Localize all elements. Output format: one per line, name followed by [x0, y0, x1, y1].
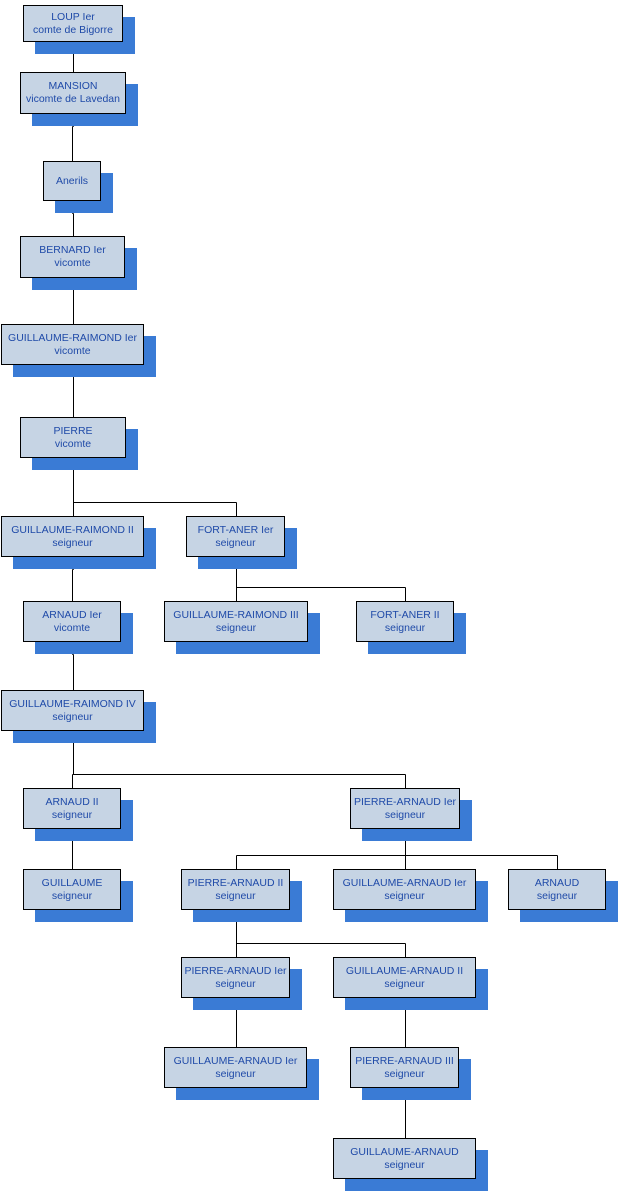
person-name: PIERRE-ARNAUD Ier — [184, 964, 287, 977]
person-name: PIERRE-ARNAUD II — [187, 876, 284, 889]
person-name: PIERRE — [53, 424, 93, 437]
person-title: seigneur — [215, 889, 256, 902]
person-box: Anerils — [43, 161, 101, 201]
person-title: seigneur — [384, 977, 425, 990]
person-title: seigneur — [51, 808, 93, 821]
person-name: ARNAUD — [534, 876, 580, 889]
person-title: seigneur — [384, 621, 426, 634]
person-name: MANSION — [48, 80, 98, 92]
person-title: vicomte de Lavedan — [26, 93, 120, 105]
person-name: GUILLAUME-RAIMOND Ier — [8, 331, 137, 344]
person-name: GUILLAUME-ARNAUD II — [345, 964, 464, 977]
person-title: seigneur — [384, 808, 426, 821]
person-title: vicomte — [54, 437, 92, 450]
person-title: seigneur — [384, 1158, 425, 1171]
person-title: seigneur — [51, 889, 93, 902]
person-title: seigneur — [384, 1067, 425, 1080]
person-title: comte de Bigorre — [33, 23, 113, 36]
person-name: FORT-ANER Ier — [197, 523, 274, 536]
person-name: ARNAUD Ier — [42, 608, 102, 621]
person-name: Anerils — [55, 174, 89, 187]
person-title: vicomte — [54, 344, 91, 357]
person-name: GUILLAUME-ARNAUD Ier — [342, 876, 467, 889]
person-title: vicomte — [54, 257, 91, 269]
person-name: GUILLAUME-RAIMOND II — [11, 523, 134, 536]
person-name: PIERRE-ARNAUD Ier — [353, 795, 457, 808]
person-title: seigneur — [52, 710, 93, 723]
person-name: GUILLAUME-RAIMOND III — [173, 608, 299, 621]
person-name: GUILLAUME — [41, 876, 103, 889]
person-name: LOUP Ier — [51, 10, 95, 23]
person-title: seigneur — [215, 536, 256, 549]
person-name: GUILLAUME-ARNAUD Ier — [173, 1054, 298, 1067]
person-title: seigneur — [215, 1067, 256, 1080]
person-name: PIERRE-ARNAUD III — [355, 1054, 454, 1067]
person-title: vicomte — [53, 621, 91, 634]
person-name: ARNAUD II — [45, 795, 99, 808]
person-name: GUILLAUME-ARNAUD — [350, 1145, 459, 1158]
person-name: GUILLAUME-RAIMOND IV — [9, 697, 136, 710]
person-title: seigneur — [536, 889, 578, 902]
person-title: seigneur — [215, 621, 257, 634]
person-title: seigneur — [52, 536, 93, 549]
person-title: seigneur — [215, 977, 256, 990]
person-node: Anerils — [43, 161, 113, 213]
person-name: FORT-ANER II — [370, 608, 440, 621]
person-title: seigneur — [384, 889, 425, 902]
person-name: BERNARD Ier — [39, 244, 106, 256]
